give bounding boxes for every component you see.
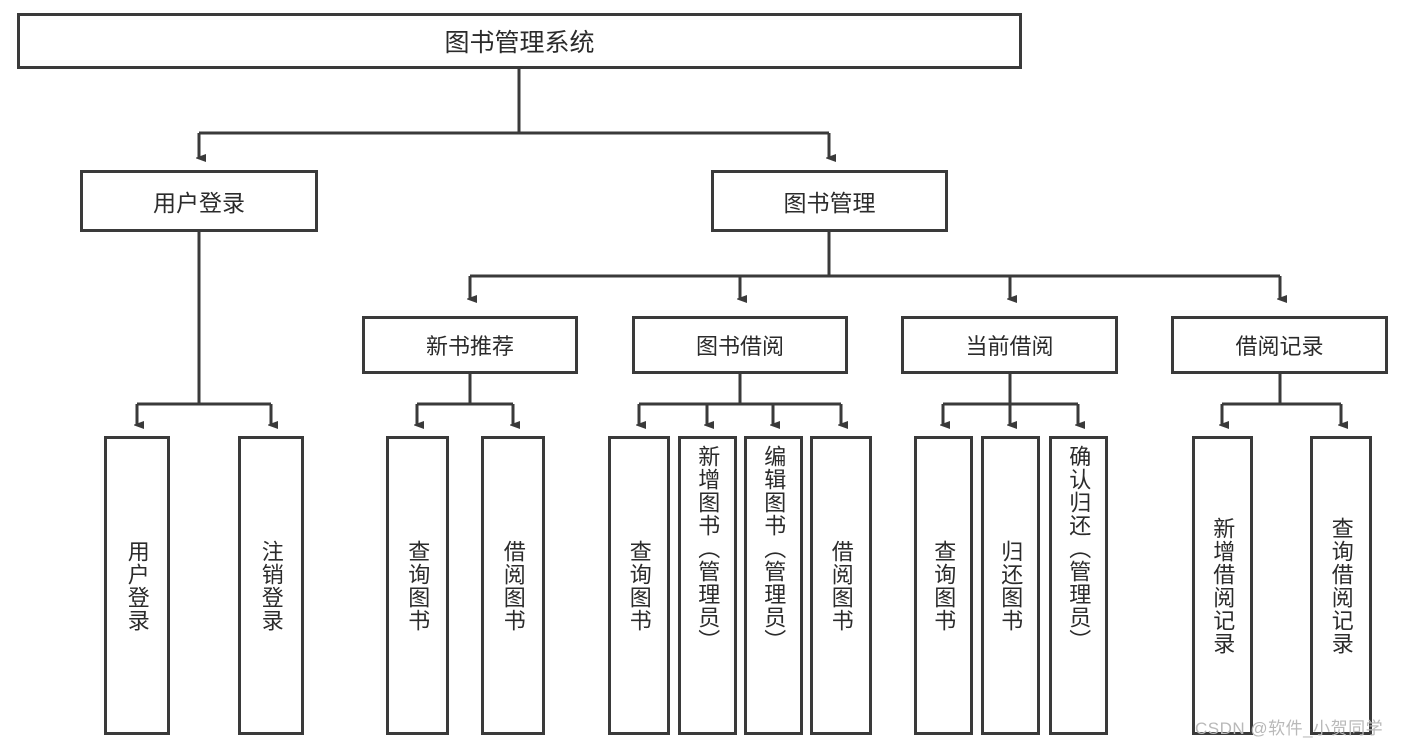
leaf-book-borrow-borrow[interactable]: 借阅图书 bbox=[810, 436, 872, 735]
node-new-book-recommend[interactable]: 新书推荐 bbox=[362, 316, 578, 374]
leaf-label: 借阅图书 bbox=[828, 539, 854, 632]
node-book-management-label: 图书管理 bbox=[783, 190, 876, 216]
watermark: CSDN @软件_小贺同学 bbox=[1195, 719, 1384, 738]
node-new-book-recommend-label: 新书推荐 bbox=[425, 334, 514, 359]
leaf-book-borrow-edit[interactable]: 编辑图书（管理员） bbox=[744, 436, 803, 735]
leaf-label: 查询图书 bbox=[931, 539, 957, 632]
node-user-login-label: 用户登录 bbox=[153, 190, 245, 216]
leaf-label: 归还图书 bbox=[998, 539, 1024, 632]
node-book-borrow[interactable]: 图书借阅 bbox=[632, 316, 848, 374]
leaf-label: 查询借阅记录 bbox=[1328, 516, 1354, 655]
leaf-user-login-login[interactable]: 用户登录 bbox=[104, 436, 170, 735]
leaf-label: 确认归还（管理员） bbox=[1066, 445, 1092, 652]
node-root[interactable]: 图书管理系统 bbox=[17, 13, 1022, 69]
leaf-label: 注销登录 bbox=[258, 539, 284, 632]
node-current-borrow-label: 当前借阅 bbox=[965, 334, 1054, 359]
node-current-borrow[interactable]: 当前借阅 bbox=[901, 316, 1118, 374]
node-borrow-record[interactable]: 借阅记录 bbox=[1171, 316, 1388, 374]
node-root-label: 图书管理系统 bbox=[444, 29, 595, 57]
leaf-new-book-query[interactable]: 查询图书 bbox=[386, 436, 449, 735]
node-book-management[interactable]: 图书管理 bbox=[711, 170, 948, 232]
leaf-label: 查询图书 bbox=[626, 539, 652, 632]
leaf-current-borrow-query[interactable]: 查询图书 bbox=[914, 436, 973, 735]
leaf-book-borrow-add[interactable]: 新增图书（管理员） bbox=[678, 436, 737, 735]
leaf-current-borrow-return[interactable]: 归还图书 bbox=[981, 436, 1040, 735]
leaf-current-borrow-confirm-return[interactable]: 确认归还（管理员） bbox=[1049, 436, 1108, 735]
leaf-label: 用户登录 bbox=[124, 539, 150, 632]
leaf-label: 借阅图书 bbox=[500, 539, 526, 632]
node-book-borrow-label: 图书借阅 bbox=[695, 334, 784, 359]
leaf-label: 新增借阅记录 bbox=[1210, 516, 1236, 655]
leaf-user-login-logout[interactable]: 注销登录 bbox=[238, 436, 304, 735]
leaf-new-book-borrow[interactable]: 借阅图书 bbox=[481, 436, 545, 735]
leaf-label: 新增图书（管理员） bbox=[695, 445, 721, 652]
leaf-label: 编辑图书（管理员） bbox=[761, 445, 787, 652]
leaf-label: 查询图书 bbox=[405, 539, 431, 632]
leaf-borrow-record-add[interactable]: 新增借阅记录 bbox=[1192, 436, 1253, 735]
node-user-login[interactable]: 用户登录 bbox=[80, 170, 318, 232]
leaf-borrow-record-query[interactable]: 查询借阅记录 bbox=[1310, 436, 1372, 735]
leaf-book-borrow-query[interactable]: 查询图书 bbox=[608, 436, 670, 735]
node-borrow-record-label: 借阅记录 bbox=[1235, 334, 1324, 359]
